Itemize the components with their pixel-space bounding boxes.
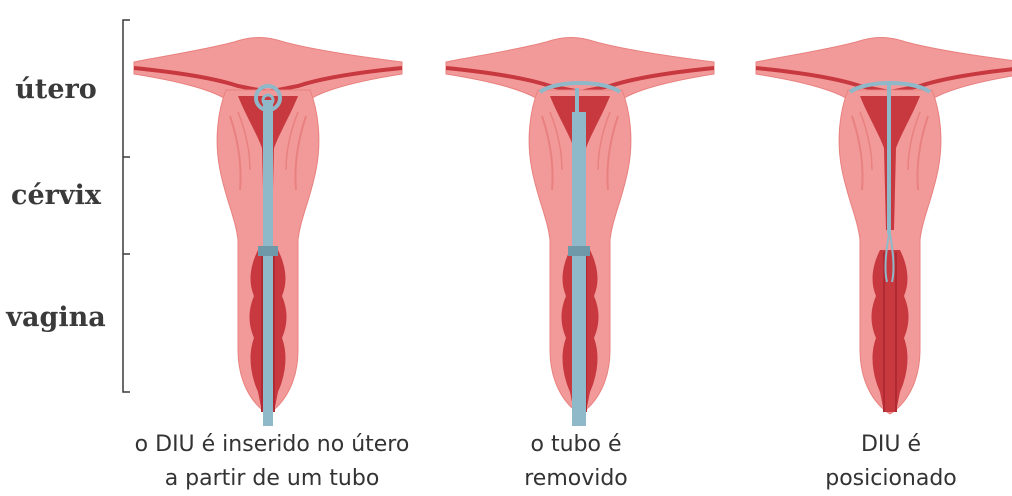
caption-step-3-line-2: posicionado: [796, 462, 986, 496]
caption-step-3: DIU é posicionado: [796, 428, 986, 496]
section-bracket: [123, 20, 130, 392]
caption-step-2-line-2: removido: [476, 462, 676, 496]
caption-step-1-line-1: o DIU é inserido no útero: [104, 428, 440, 462]
label-cervix: cérvix: [0, 180, 112, 211]
caption-step-2: o tubo é removido: [476, 428, 676, 496]
caption-step-3-line-1: DIU é: [796, 428, 986, 462]
caption-step-1-line-2: a partir de um tubo: [104, 462, 440, 496]
label-utero: útero: [0, 74, 112, 105]
label-vagina: vagina: [0, 302, 112, 333]
panel-2-uterus: [446, 38, 714, 427]
panel-3-uterus: [756, 38, 1012, 415]
caption-step-1: o DIU é inserido no útero a partir de um…: [104, 428, 440, 496]
panel-1-uterus: [134, 38, 402, 427]
caption-step-2-line-1: o tubo é: [476, 428, 676, 462]
